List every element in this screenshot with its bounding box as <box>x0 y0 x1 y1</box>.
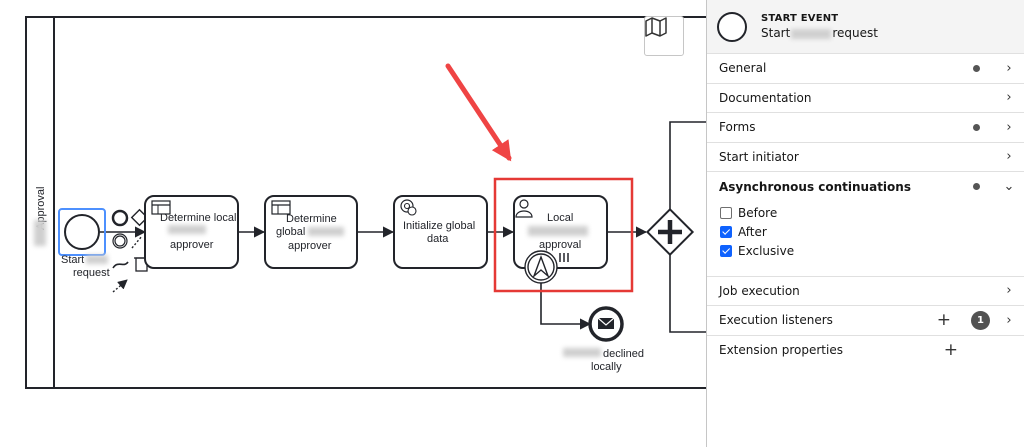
async-entries: Before After Exclusive <box>707 202 1024 277</box>
escalation-icon <box>532 254 550 279</box>
connect-icon <box>112 279 128 293</box>
group-documentation[interactable]: Documentation › <box>707 84 1024 113</box>
chevron-right-icon: › <box>1006 90 1012 106</box>
checkbox-exclusive[interactable] <box>720 245 732 257</box>
sequence-flows[interactable] <box>100 121 706 333</box>
task-local-approval[interactable]: Local approval <box>513 195 608 269</box>
redacted-text <box>34 220 46 246</box>
user-icon <box>519 199 529 209</box>
svg-text:Determine local: Determine local <box>160 212 236 224</box>
group-general[interactable]: General › <box>707 54 1024 84</box>
has-data-indicator <box>973 183 980 191</box>
chevron-right-icon: › <box>1006 283 1012 299</box>
minimap-toggle-button[interactable] <box>644 16 684 56</box>
append-end-event-icon <box>111 209 129 227</box>
chevron-right-icon: › <box>1006 312 1012 328</box>
boundary-escalation-event[interactable] <box>524 250 558 284</box>
wrench-icon <box>112 261 129 269</box>
group-extension-properties[interactable]: Extension properties + <box>719 339 958 360</box>
start-event[interactable] <box>64 214 100 250</box>
bpmn-canvas[interactable]: Approval Start request <box>0 0 706 447</box>
end-event-declined[interactable]: declined locally <box>563 306 644 373</box>
svg-text:approver: approver <box>288 240 332 252</box>
start-event-icon <box>717 11 747 42</box>
checkbox-before-row[interactable]: Before <box>720 204 1024 223</box>
lane-label: Approval <box>35 187 47 230</box>
chevron-right-icon: › <box>1006 149 1012 165</box>
highlight-box <box>493 177 634 293</box>
group-start-initiator[interactable]: Start initiator › <box>707 143 1024 172</box>
map-icon <box>645 17 667 37</box>
svg-text:global: global <box>276 226 305 238</box>
text-annotation-icon <box>131 235 143 249</box>
svg-text:approval: approval <box>539 239 581 251</box>
listener-count-badge: 1 <box>971 310 990 330</box>
svg-text:declined: declined <box>603 348 644 360</box>
has-data-indicator <box>973 123 980 131</box>
chevron-right-icon: › <box>1006 119 1012 135</box>
pool[interactable] <box>25 16 706 389</box>
checkbox-after[interactable] <box>720 226 732 238</box>
group-forms[interactable]: Forms › <box>707 113 1024 143</box>
append-gateway-icon <box>130 208 149 227</box>
checkbox-before[interactable] <box>720 207 732 219</box>
business-rule-icon <box>151 200 171 215</box>
svg-text:Local: Local <box>547 212 573 224</box>
svg-text:approver: approver <box>170 239 214 251</box>
start-event-label-1: Start <box>61 254 84 266</box>
group-job-execution[interactable]: Job execution › <box>707 277 1024 306</box>
message-icon <box>598 318 614 329</box>
element-type: START EVENT <box>761 13 839 24</box>
task-initialize-global-data[interactable]: Initialize global data <box>393 195 488 269</box>
svg-text:locally: locally <box>591 361 622 373</box>
diagram-svg: Approval Start request <box>25 16 706 389</box>
svg-text:Initialize global: Initialize global <box>403 220 475 232</box>
group-execution-listeners[interactable]: Execution listeners + 1 › <box>707 306 1024 336</box>
has-data-indicator <box>973 64 980 72</box>
chevron-right-icon: › <box>1006 60 1012 76</box>
start-event-label-2: request <box>73 267 110 279</box>
parallel-gateway[interactable] <box>645 207 695 257</box>
annotation-arrow <box>445 63 512 162</box>
svg-text:Determine: Determine <box>286 213 337 225</box>
group-async-continuations[interactable]: Asynchronous continuations ⌄ <box>719 179 1015 195</box>
chevron-down-icon: ⌄ <box>1003 179 1015 195</box>
selection-outline <box>58 208 106 256</box>
svg-text:data: data <box>427 233 449 245</box>
task-determine-global-approver[interactable]: Determine global approver <box>264 195 358 269</box>
checkbox-exclusive-row[interactable]: Exclusive <box>720 242 1024 261</box>
add-listener-plus-icon[interactable]: + <box>936 309 951 330</box>
checkbox-after-row[interactable]: After <box>720 223 1024 242</box>
business-rule-icon <box>271 200 291 215</box>
task-determine-local-approver[interactable]: Determine local approver <box>144 195 239 269</box>
add-property-plus-icon[interactable]: + <box>943 339 958 360</box>
